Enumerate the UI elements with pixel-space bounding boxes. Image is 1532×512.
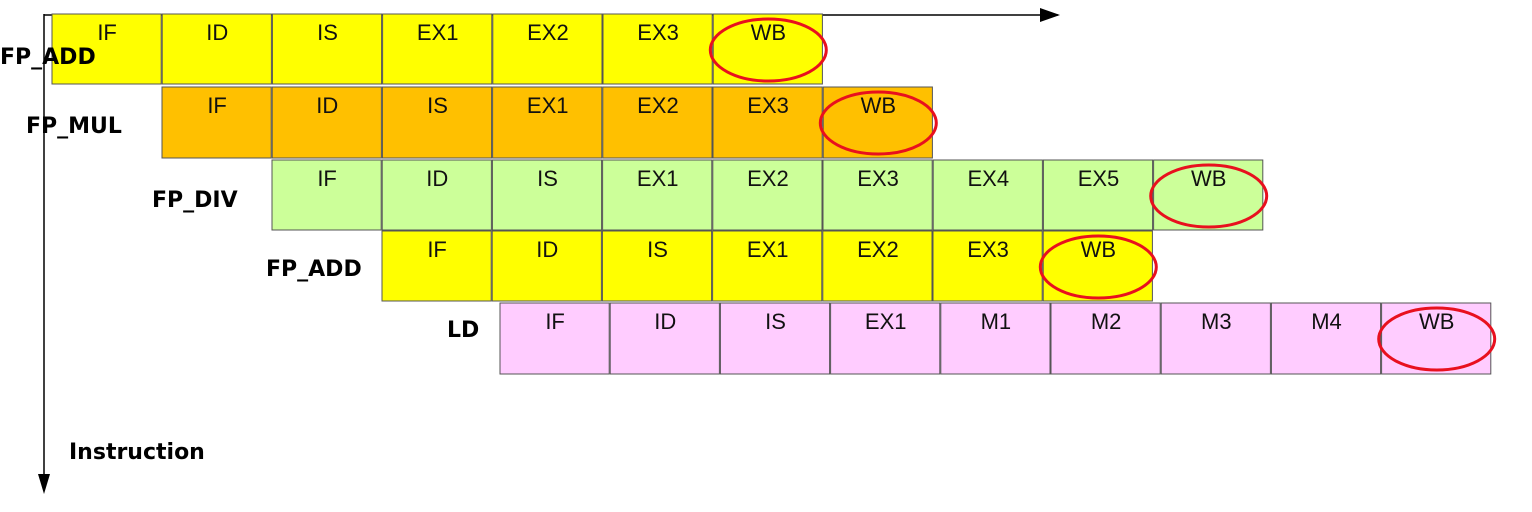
stage-label: ID [654,309,676,334]
stage-cell [492,13,603,85]
stage-cell [822,159,933,231]
instruction-label: FP_DIV [152,188,238,213]
stage-label: IS [647,237,668,262]
stage-label: ID [536,237,558,262]
stage-cell [491,230,602,302]
instruction-label: FP_ADD [266,257,362,282]
stage-label: EX2 [527,20,569,45]
stage-cell [932,230,1043,302]
instruction-axis-label: Instruction [69,440,205,465]
stage-label: M3 [1201,309,1232,334]
stage-cell [161,86,272,159]
stage-label: EX3 [637,20,679,45]
wb-highlight-ellipse [1038,234,1158,300]
stage-label: WB [1191,166,1226,191]
stage-label: WB [1081,237,1116,262]
stage-label: EX1 [637,166,679,191]
stage-label: EX5 [1078,166,1120,191]
stage-label: M1 [981,309,1012,334]
stage-label: EX1 [417,20,459,45]
stage-label: IF [427,237,447,262]
stage-label: IF [97,20,117,45]
stage-cell [830,302,941,375]
stage-cell [712,159,823,231]
stage-cell [609,302,720,375]
stage-label: IF [317,166,337,191]
stage-cell [712,86,823,159]
stage-label: IF [545,309,565,334]
pipeline-row-4: IF ID IS EX1 EX2 EX3 WB FP_ADD [266,230,1158,302]
stage-label: IF [207,93,227,118]
wb-highlight-ellipse [708,17,828,83]
stage-label: IS [765,309,786,334]
stage-cell [51,13,162,85]
stage-cell [1050,302,1161,375]
stage-cell [381,86,493,159]
stage-cell [382,13,493,85]
time-axis-arrowhead [1040,8,1060,22]
stage-label: WB [1419,309,1454,334]
instruction-label: FP_MUL [26,114,122,139]
wb-highlight-ellipse [818,90,938,156]
stage-cell [1270,302,1382,375]
stage-label: EX3 [747,93,789,118]
stage-cell [271,13,383,85]
stage-label: EX2 [747,166,789,191]
stage-cell [719,302,831,375]
stage-cell [271,159,382,231]
stage-cell [161,13,272,85]
stage-label: EX3 [857,166,899,191]
stage-cell [381,230,492,302]
stage-label: EX1 [527,93,569,118]
stage-label: ID [206,20,228,45]
stage-label: WB [751,20,786,45]
stage-cell [602,86,713,159]
stage-cell [940,302,1051,375]
stage-label: M2 [1091,309,1122,334]
stage-cell [602,13,713,85]
stage-cell [381,159,492,231]
pipeline-row-3: IF ID IS EX1 EX2 EX3 EX4 EX5 WB FP_DIV [152,159,1269,231]
stage-cell [712,230,823,302]
stage-cell [822,230,933,302]
instruction-axis-arrowhead [38,474,50,494]
stage-label: ID [316,93,338,118]
stage-cell [492,86,603,159]
stage-cell [1160,302,1271,375]
instruction-label: FP_ADD [0,45,96,70]
pipeline-row-1: IF ID IS EX1 EX2 EX3 WB FP_ADD [0,13,828,85]
stage-label: EX2 [637,93,679,118]
wb-highlight-ellipse [1377,306,1497,372]
stage-cell [491,159,603,231]
pipeline-row-2: IF ID IS EX1 EX2 EX3 WB FP_MUL [26,86,938,159]
stage-cell [499,302,610,375]
stage-label: ID [426,166,448,191]
wb-highlight-ellipse [1149,163,1269,229]
stage-cell [271,86,382,159]
instruction-label: LD [447,318,479,343]
stage-label: M4 [1311,309,1342,334]
stage-label: IS [317,20,338,45]
stage-cell [602,159,713,231]
stage-label: EX4 [968,166,1010,191]
stage-cell [601,230,713,302]
stage-label: EX3 [967,237,1009,262]
stage-cell [932,159,1043,231]
stage-label: IS [537,166,558,191]
stage-cell [1042,159,1154,231]
stage-label: EX1 [747,237,789,262]
pipeline-row-5: IF ID IS EX1 M1 M2 M3 M4 WB LD [447,302,1497,375]
stage-label: WB [861,93,896,118]
stage-label: EX2 [857,237,899,262]
stage-label: IS [427,93,448,118]
stage-label: EX1 [865,309,907,334]
